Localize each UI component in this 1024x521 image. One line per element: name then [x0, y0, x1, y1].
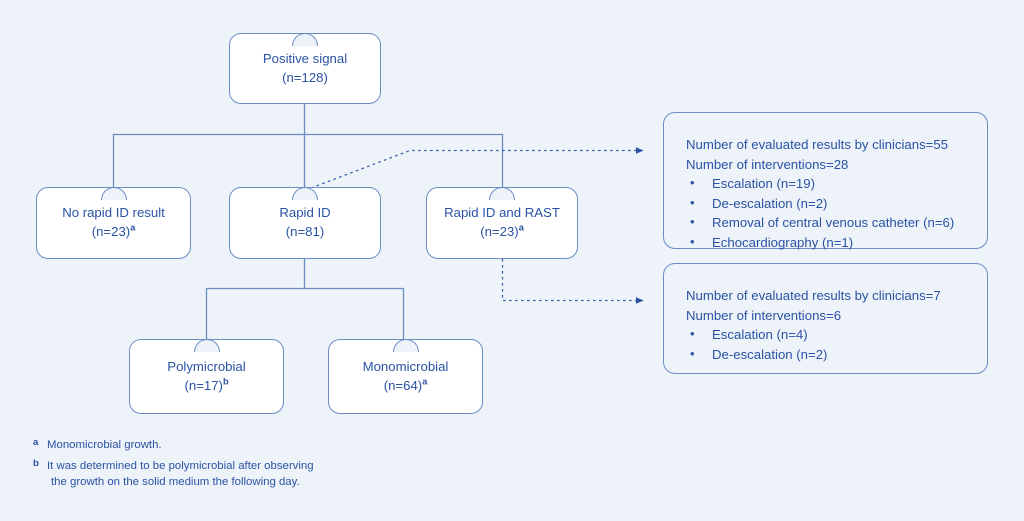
panel-rapid-id-rast-outcomes[interactable]: Number of evaluated results by clinician… — [663, 263, 988, 374]
panel-header-evaluated: Number of evaluated results by clinician… — [686, 288, 941, 303]
node-rapid-id[interactable]: Rapid ID (n=81) — [229, 186, 381, 259]
node-count: (n=17)b — [184, 376, 229, 393]
list-item: Escalation (n=19) — [686, 173, 967, 194]
panel-rapid-id-outcomes[interactable]: Number of evaluated results by clinician… — [663, 112, 988, 253]
node-notch — [100, 186, 127, 203]
footnote-marker: a — [518, 222, 524, 233]
footnotes: a Monomicrobial growth. b It was determi… — [33, 437, 453, 496]
footnote-marker: a — [130, 222, 136, 233]
node-notch — [488, 186, 516, 203]
footnote-text: It was determined to be polymicrobial af… — [47, 460, 314, 473]
node-count: (n=64)a — [383, 376, 428, 393]
panel-header-interventions: Number of interventions=6 — [686, 307, 842, 323]
panel-intervention-list: Escalation (n=4) De-escalation (n=2) — [686, 324, 967, 365]
footnote-text: Monomicrobial growth. — [47, 439, 162, 451]
node-label: Polymicrobial — [167, 358, 246, 374]
list-item: Escalation (n=4) — [686, 324, 967, 345]
node-notch — [392, 338, 419, 355]
list-item: De-escalation (n=2) — [686, 344, 967, 365]
panel-header-evaluated: Number of evaluated results by clinician… — [686, 137, 949, 152]
node-count: (n=128) — [282, 69, 328, 85]
node-label: Positive signal — [262, 50, 348, 66]
dashed-edge-rapid-id-to-panel1 — [310, 147, 644, 189]
node-label: Rapid ID — [279, 205, 331, 221]
node-notch — [193, 338, 220, 355]
node-label: No rapid ID result — [62, 205, 165, 221]
footnote-text-line2: the growth on the solid medium the follo… — [51, 476, 300, 489]
node-count: (n=81) — [285, 224, 325, 239]
node-polymicrobial[interactable]: Polymicrobial (n=17)b — [129, 338, 284, 414]
node-label: Monomicrobial — [362, 358, 449, 374]
node-no-rapid-id-result[interactable]: No rapid ID result (n=23)a — [36, 186, 191, 259]
list-item: Removal of central venous catheter (n=6) — [686, 212, 967, 233]
node-rapid-id-and-rast[interactable]: Rapid ID and RAST (n=23)a — [426, 186, 578, 259]
node-monomicrobial[interactable]: Monomicrobial (n=64)a — [328, 338, 483, 414]
footnote-marker: a — [33, 437, 39, 448]
dashed-edge-rapid-id-rast-to-panel2 — [501, 259, 644, 304]
panel-header-interventions: Number of interventions=28 — [686, 156, 849, 172]
list-item: De-escalation (n=2) — [686, 193, 967, 214]
footnote-marker: b — [33, 458, 39, 470]
list-item: Echocardiography (n=1) — [686, 232, 967, 253]
panel-intervention-list: Escalation (n=19) De-escalation (n=2) Re… — [686, 173, 967, 253]
footnote-a: a Monomicrobial growth. — [33, 437, 453, 453]
node-count: (n=23)a — [480, 222, 524, 239]
footnote-b: b It was determined to be polymicrobial … — [33, 458, 453, 490]
node-notch — [291, 186, 319, 203]
node-count: (n=23)a — [91, 222, 136, 239]
node-positive-signal[interactable]: Positive signal (n=128) — [229, 32, 381, 104]
footnote-marker: b — [222, 376, 229, 387]
node-label: Rapid ID and RAST — [444, 205, 560, 221]
node-notch — [291, 32, 319, 49]
footnote-marker: a — [422, 376, 428, 387]
